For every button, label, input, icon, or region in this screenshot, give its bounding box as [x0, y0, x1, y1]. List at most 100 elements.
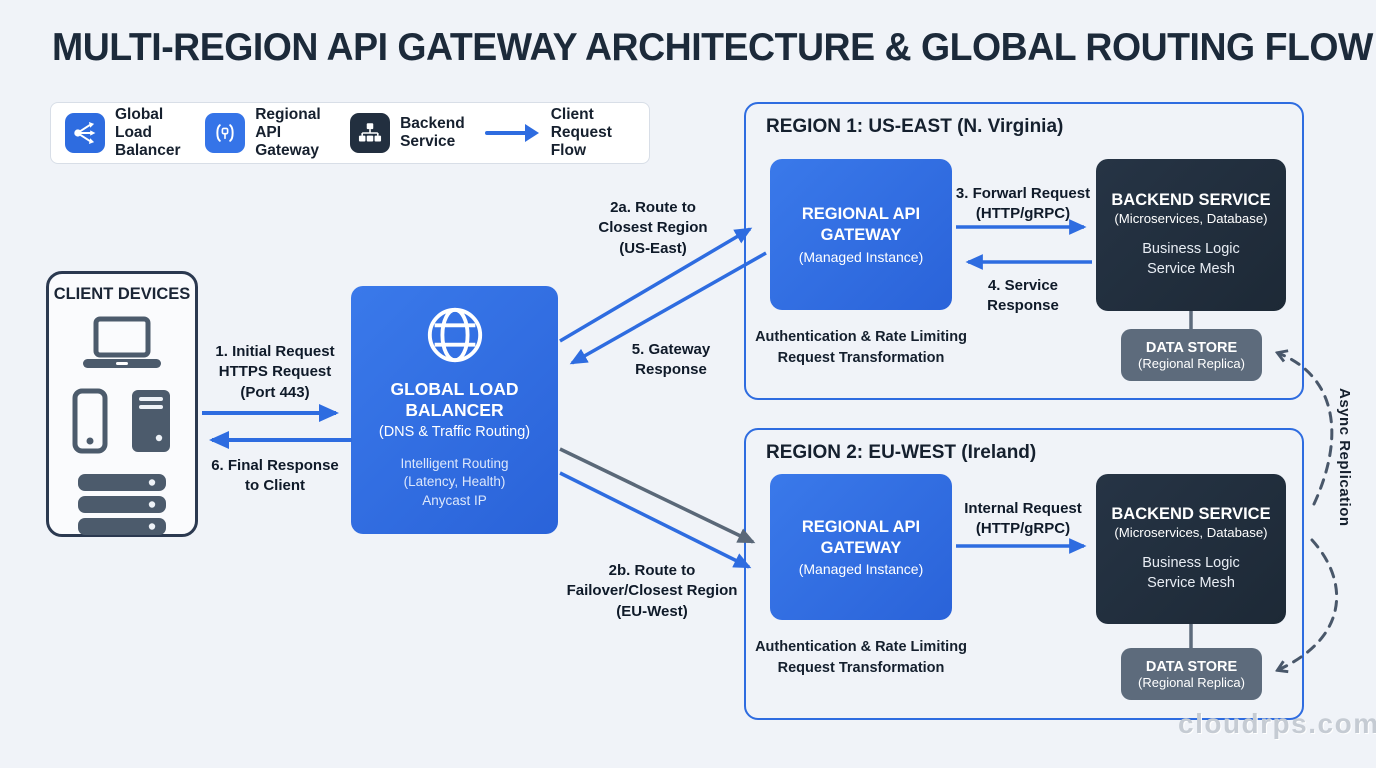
backend-detail-line: Service Mesh [1147, 260, 1235, 277]
label-line: 1. Initial Request [215, 343, 335, 360]
label-gateway-response: 5. Gateway Response [598, 340, 744, 381]
backend-details: Business Logic Service Mesh [1142, 554, 1240, 592]
label-line: 2a. Route to [610, 199, 696, 216]
region-2-data-store-box: DATA STORE (Regional Replica) [1121, 648, 1262, 700]
gateway-title: REGIONAL API GATEWAY [802, 204, 920, 245]
smartphone-icon [72, 388, 108, 459]
legend-label: Client Request Flow [551, 106, 635, 161]
label-line: Response [635, 361, 707, 379]
label-line: Response [987, 297, 1059, 315]
backend-title: BACKEND SERVICE [1111, 191, 1271, 210]
load-balancer-icon [65, 113, 105, 153]
gateway-title-line: GATEWAY [820, 226, 902, 244]
legend-item-backend-service: Backend Service [350, 113, 465, 153]
label-line: Closest Region [598, 219, 708, 237]
backend-service-icon [350, 113, 391, 153]
arrow-route-2b-blue [559, 471, 752, 569]
label-forward-request: 3. Forwarl Request (HTTP/gRPC) [946, 184, 1100, 225]
label-line: 5. Gateway [631, 341, 711, 358]
label-line: (Port 443) [240, 383, 310, 401]
globe-icon [424, 304, 486, 371]
legend-item-api-gateway: Regional API Gateway [205, 106, 330, 161]
watermark: cloudrps.com [1178, 708, 1376, 739]
region-2-header: REGION 2: EU-WEST (Ireland) [766, 442, 1037, 463]
server-stack-icon [76, 474, 168, 541]
backend-title: BACKEND SERVICE [1111, 505, 1271, 524]
glb-details: Intelligent Routing (Latency, Health) An… [400, 455, 508, 511]
gateway-title: REGIONAL API GATEWAY [802, 517, 920, 558]
glb-title-line: BALANCER [405, 400, 504, 421]
legend-label-line: Regional API [255, 105, 321, 141]
label-internal-request: Internal Request (HTTP/gRPC) [946, 499, 1100, 540]
client-devices-title: CLIENT DEVICES [53, 285, 191, 303]
region-1-api-gateway-box: REGIONAL API GATEWAY (Managed Instance) [770, 159, 952, 310]
gateway-title-line: GATEWAY [820, 538, 902, 557]
label-line: HTTPS Request [218, 363, 332, 381]
global-load-balancer-box: GLOBAL LOAD BALANCER (DNS & Traffic Rout… [351, 286, 558, 534]
label-service-response: 4. Service Response [952, 276, 1094, 317]
backend-detail-line: Business Logic [1142, 555, 1240, 572]
glb-detail-line: (Latency, Health) [403, 474, 506, 490]
label-line: 4. Service [987, 277, 1059, 294]
gateway-note-line: Authentication & Rate Limiting [755, 329, 967, 345]
glb-title-line: GLOBAL LOAD [390, 379, 519, 399]
region-2-api-gateway-box: REGIONAL API GATEWAY (Managed Instance) [770, 474, 952, 620]
label-line: (EU-West) [616, 602, 688, 620]
gateway-note-line: Authentication & Rate Limiting [755, 639, 967, 655]
label-route-2b: 2b. Route to Failover/Closest Region (EU… [538, 561, 766, 622]
region-2-backend-service-box: BACKEND SERVICE (Microservices, Database… [1096, 474, 1286, 624]
glb-detail-line: Intelligent Routing [400, 455, 509, 471]
region-1-data-store-box: DATA STORE (Regional Replica) [1121, 329, 1262, 381]
gateway-title-line: REGIONAL API [801, 205, 921, 224]
datastore-subtitle: (Regional Replica) [1138, 674, 1245, 690]
label-line: Internal Request [964, 500, 1082, 517]
label-async-replication: Async Replication [1336, 388, 1353, 527]
backend-subtitle: (Microservices, Database) [1114, 211, 1268, 227]
legend-item-load-balancer: Global Load Balancer [65, 106, 185, 161]
gateway-note-line: Request Transformation [777, 350, 945, 367]
backend-detail-line: Service Mesh [1147, 574, 1235, 591]
label-line: (HTTP/gRPC) [975, 520, 1071, 538]
legend-label-line: Backend [400, 114, 465, 132]
laptop-icon [80, 316, 164, 375]
glb-title: GLOBAL LOAD BALANCER [390, 379, 518, 422]
legend-label-line: Balancer [115, 142, 181, 160]
gateway-note-line: Request Transformation [777, 660, 945, 677]
label-final-response: 6. Final Response to Client [196, 456, 354, 497]
legend-label: Regional API Gateway [255, 106, 330, 161]
gateway-title-line: REGIONAL API [801, 517, 921, 536]
legend-label-line: Global Load [115, 105, 164, 141]
datastore-title: DATA STORE [1145, 339, 1238, 356]
datastore-title: DATA STORE [1145, 658, 1238, 675]
request-flow-arrow-icon [484, 121, 541, 145]
legend-label: Global Load Balancer [115, 106, 185, 161]
arrow-route-2b-gray [559, 447, 756, 544]
region-1-backend-service-box: BACKEND SERVICE (Microservices, Database… [1096, 159, 1286, 311]
legend-item-request-flow: Client Request Flow [484, 106, 635, 161]
region-1-gateway-note: Authentication & Rate Limiting Request T… [741, 327, 981, 369]
label-line: 3. Forwarl Request [955, 185, 1091, 202]
legend-label-line: Client Request [550, 105, 612, 141]
backend-detail-line: Business Logic [1142, 241, 1240, 258]
datastore-subtitle: (Regional Replica) [1138, 355, 1245, 371]
gateway-subtitle: (Managed Instance) [798, 561, 924, 578]
gateway-subtitle: (Managed Instance) [798, 248, 924, 265]
legend: Global Load Balancer Regional API Gatewa… [50, 102, 650, 164]
legend-label-line: Service [400, 133, 456, 150]
label-line: to Client [245, 477, 305, 495]
label-line: (HTTP/gRPC) [975, 205, 1071, 223]
legend-label-line: Flow [550, 142, 587, 160]
label-line: (US-East) [619, 239, 687, 257]
label-line: Failover/Closest Region [566, 582, 738, 600]
label-initial-request: 1. Initial Request HTTPS Request (Port 4… [196, 342, 354, 403]
legend-label-line: Gateway [255, 142, 319, 160]
api-gateway-icon [205, 113, 246, 153]
glb-detail-line: Anycast IP [422, 492, 487, 508]
page-title: MULTI-REGION API GATEWAY ARCHITECTURE & … [52, 26, 1373, 69]
desktop-tower-icon [130, 388, 172, 459]
client-devices-box: CLIENT DEVICES [46, 271, 198, 537]
backend-subtitle: (Microservices, Database) [1114, 525, 1268, 541]
glb-subtitle: (DNS & Traffic Routing) [378, 423, 531, 440]
legend-label: Backend Service [400, 115, 465, 152]
backend-details: Business Logic Service Mesh [1142, 240, 1240, 278]
